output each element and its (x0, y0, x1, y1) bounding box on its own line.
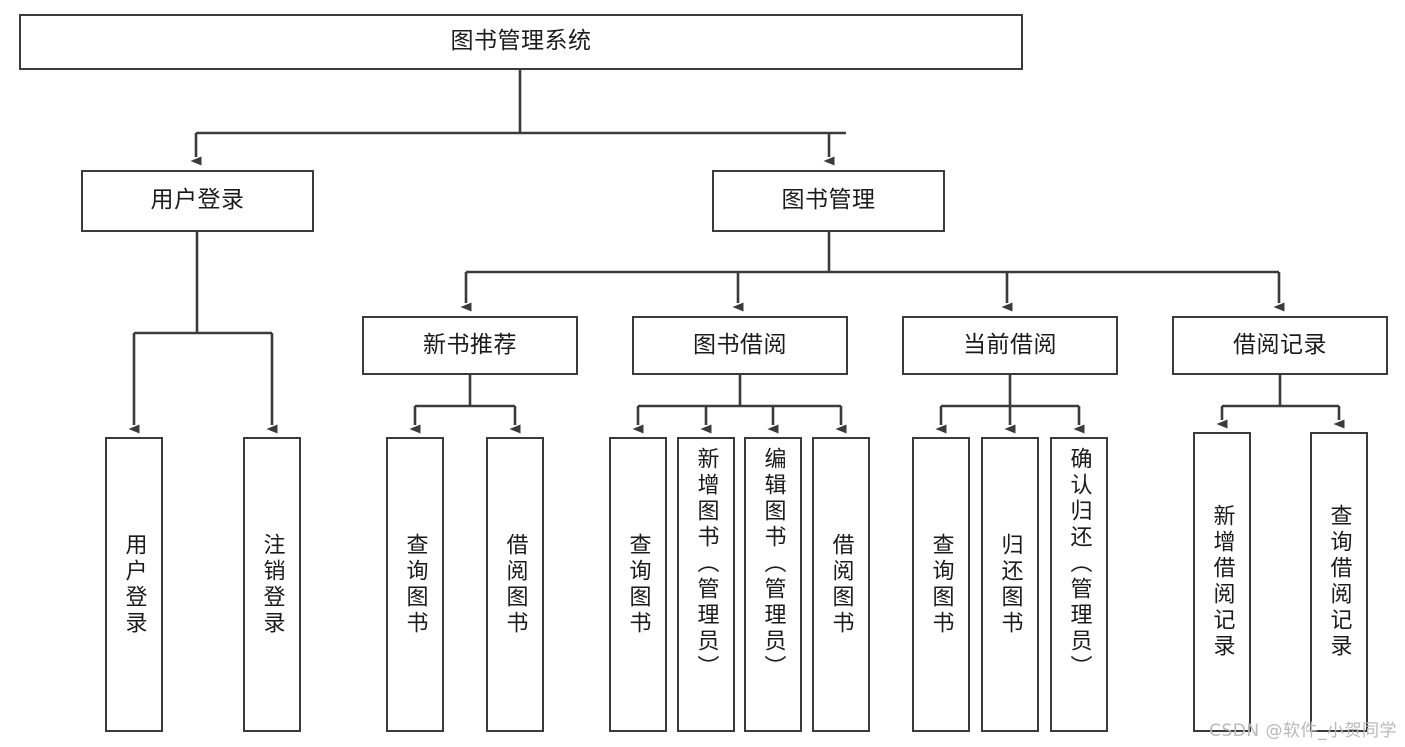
node-leaf-add-record[interactable]: 新增借阅记录 (1193, 432, 1251, 732)
csdn-watermark: CSDN @软件_小贺同学 (1209, 721, 1397, 741)
node-leaf-confirm-return[interactable]: 确认归还（管理员） (1050, 437, 1108, 732)
node-new-book-recommend[interactable]: 新书推荐 (362, 316, 578, 375)
node-leaf-borrow-book-2[interactable]: 借阅图书 (812, 437, 870, 732)
node-leaf-user-login[interactable]: 用户登录 (105, 437, 163, 732)
node-leaf-confirm-return-label: 确认归还（管理员） (1066, 447, 1092, 681)
node-root[interactable]: 图书管理系统 (19, 14, 1023, 70)
node-user-login-label: 用户登录 (150, 187, 245, 214)
node-leaf-edit-book-label: 编辑图书（管理员） (760, 447, 786, 681)
node-book-borrow-label: 图书借阅 (693, 331, 787, 358)
node-leaf-query-book-3[interactable]: 查询图书 (912, 437, 970, 732)
node-leaf-query-book-1[interactable]: 查询图书 (386, 437, 444, 732)
node-leaf-borrow-book-1[interactable]: 借阅图书 (486, 437, 544, 732)
node-borrow-record-label: 借阅记录 (1233, 331, 1327, 358)
node-leaf-add-book-label: 新增图书（管理员） (693, 447, 719, 681)
node-leaf-query-book-1-label: 查询图书 (402, 532, 428, 637)
node-leaf-edit-book[interactable]: 编辑图书（管理员） (744, 437, 802, 732)
node-leaf-add-book[interactable]: 新增图书（管理员） (677, 437, 735, 732)
node-leaf-query-record-label: 查询借阅记录 (1326, 504, 1352, 660)
node-book-manage[interactable]: 图书管理 (712, 170, 945, 232)
node-leaf-add-record-label: 新增借阅记录 (1209, 504, 1235, 660)
node-leaf-borrow-book-2-label: 借阅图书 (828, 532, 854, 637)
node-current-borrow[interactable]: 当前借阅 (902, 316, 1118, 375)
node-leaf-query-book-2[interactable]: 查询图书 (609, 437, 667, 732)
node-leaf-user-login-label: 用户登录 (121, 532, 147, 637)
node-leaf-return-book[interactable]: 归还图书 (981, 437, 1039, 732)
node-borrow-record[interactable]: 借阅记录 (1172, 316, 1388, 375)
node-new-book-recommend-label: 新书推荐 (423, 331, 517, 358)
node-book-manage-label: 图书管理 (781, 187, 876, 214)
node-book-borrow[interactable]: 图书借阅 (632, 316, 848, 375)
node-leaf-logout-login-label: 注销登录 (259, 532, 285, 637)
node-leaf-borrow-book-1-label: 借阅图书 (502, 532, 528, 637)
node-leaf-return-book-label: 归还图书 (997, 532, 1023, 637)
node-leaf-query-book-2-label: 查询图书 (625, 532, 651, 637)
node-root-label: 图书管理系统 (450, 28, 592, 55)
node-leaf-logout-login[interactable]: 注销登录 (243, 437, 301, 732)
node-user-login[interactable]: 用户登录 (81, 170, 314, 232)
node-leaf-query-book-3-label: 查询图书 (928, 532, 954, 637)
node-current-borrow-label: 当前借阅 (963, 331, 1057, 358)
node-leaf-query-record[interactable]: 查询借阅记录 (1310, 432, 1368, 732)
